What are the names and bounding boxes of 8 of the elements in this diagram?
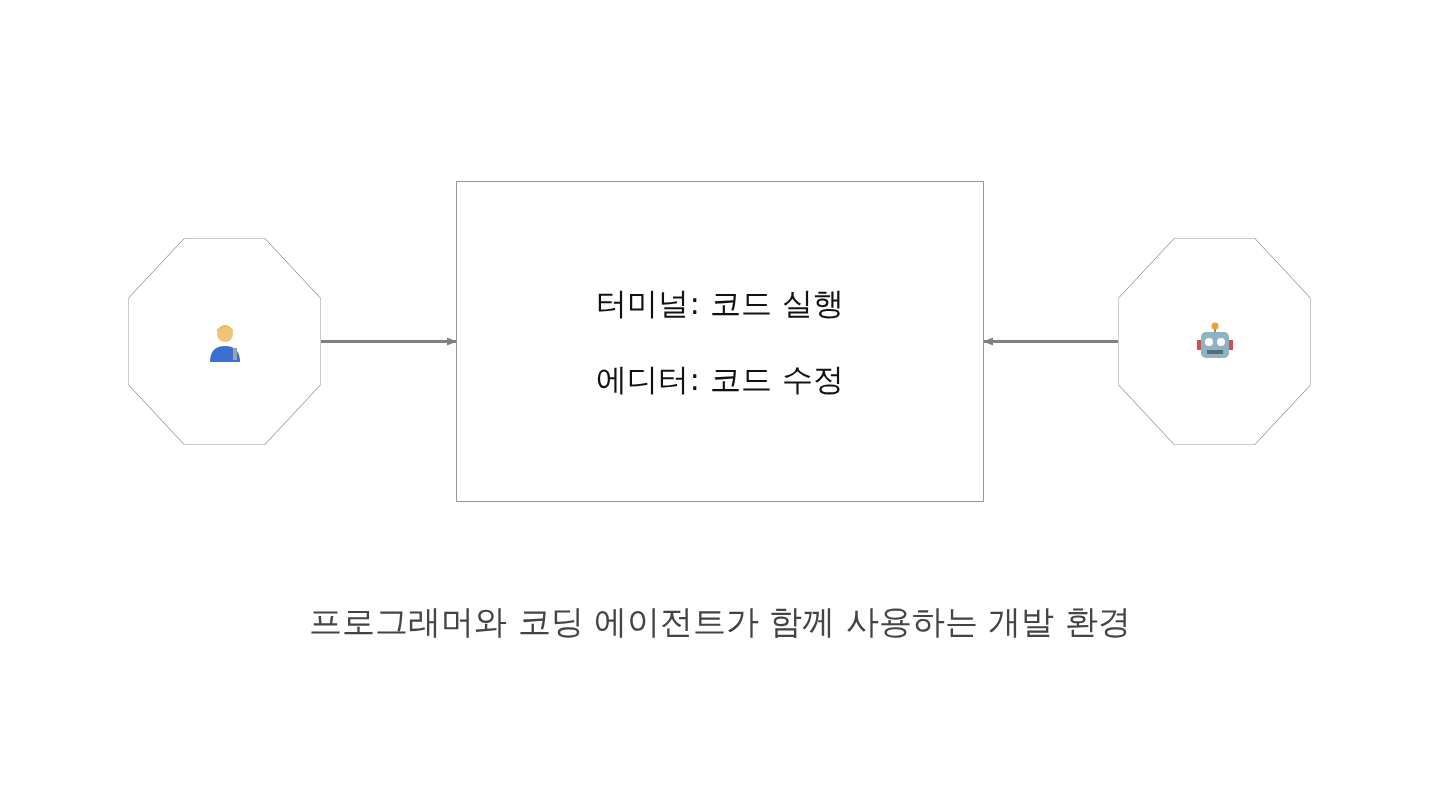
node-text: 터미널: 코드 실행 — [596, 283, 844, 323]
caption: 프로그래머와 코딩 에이전트가 함께 사용하는 개발 환경 — [309, 602, 1131, 641]
octagon-node — [128, 238, 321, 445]
octagon-node — [1118, 238, 1311, 445]
arrow — [983, 337, 1118, 346]
process-box — [456, 181, 984, 502]
node-text: 에디터: 코드 수정 — [596, 359, 844, 399]
arrow — [321, 337, 457, 346]
